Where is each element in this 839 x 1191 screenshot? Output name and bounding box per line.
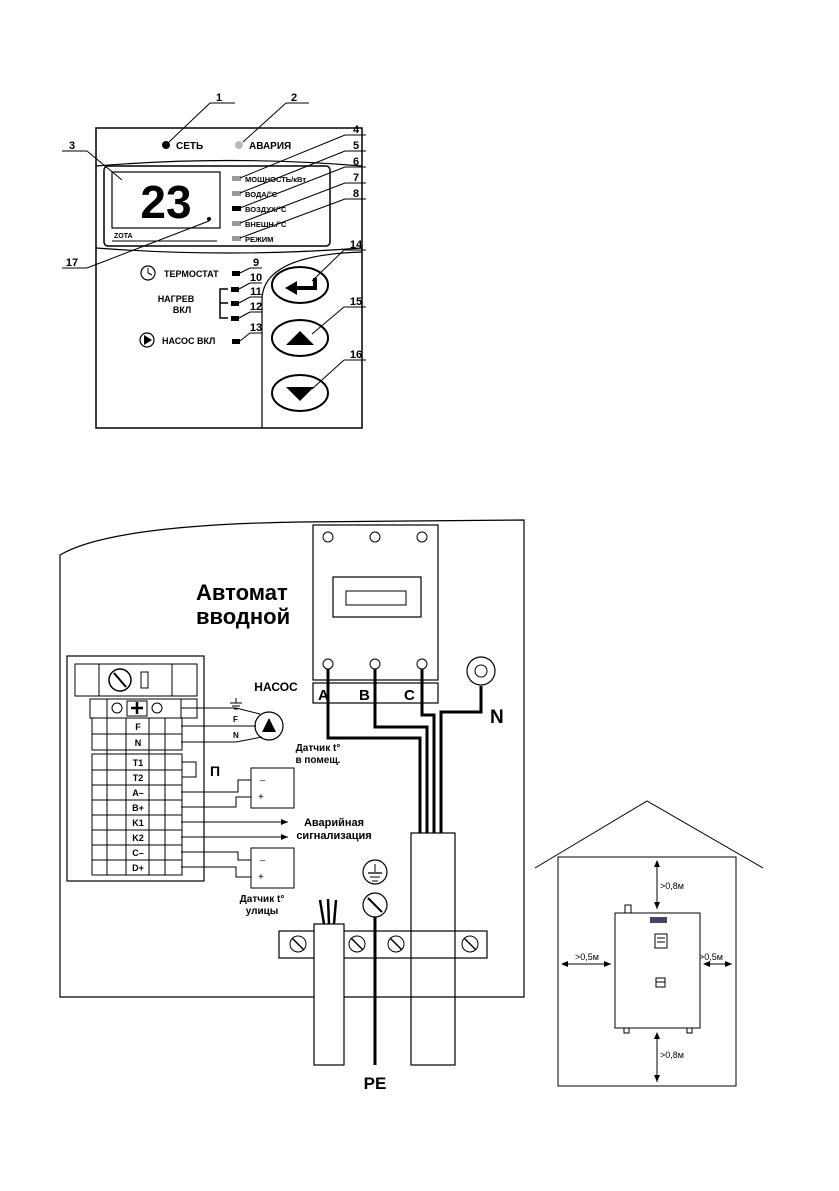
street-sensor-minus: – (260, 855, 265, 865)
callout-4: 4 (353, 124, 360, 136)
phase-b: B (359, 687, 370, 704)
neutral-terminal (466, 656, 496, 686)
power-cable (410, 832, 456, 1066)
room-sensor (250, 767, 295, 809)
callout-11: 11 (250, 286, 262, 298)
arrow-down-icon (286, 387, 314, 401)
display-value: 23 (140, 176, 191, 228)
street-sensor-plus: + (258, 872, 264, 883)
clearance-diagram: >0,8м >0,8м >0,5м >0,5м (534, 800, 764, 1087)
brand-logo: ZOTA (114, 233, 133, 240)
jumper-label: П (210, 763, 220, 779)
callout-9: 9 (253, 257, 259, 269)
clearance-bottom: >0,8м (660, 1050, 684, 1060)
terminal-n: N (135, 738, 142, 748)
callout-16: 16 (350, 349, 362, 361)
callout-13: 13 (250, 322, 262, 334)
terminal-f: F (135, 722, 141, 732)
power-label: СЕТЬ (176, 141, 203, 152)
clearance-left: >0,5м (575, 952, 599, 962)
callout-3: 3 (69, 140, 75, 152)
power-led (162, 141, 170, 149)
up-button[interactable] (271, 319, 329, 357)
callout-8: 8 (353, 188, 359, 200)
pump-icon (139, 332, 155, 348)
pump-wire-n: N (233, 731, 239, 740)
pe-label: PE (364, 1074, 387, 1093)
room-sensor-minus: – (260, 775, 265, 785)
control-panel: 23 ZOTA СЕТЬ АВАРИЯ МОЩНОСТЬ/кВт ВОДА/°C… (62, 92, 366, 429)
callout-5: 5 (353, 140, 359, 152)
callout-12: 12 (250, 301, 262, 313)
clearance-right: >0,5м (699, 952, 723, 962)
mode-water: ВОДА/°C (245, 190, 278, 199)
terminal-c-minus: C– (132, 848, 144, 858)
terminal-b-plus: B+ (132, 803, 144, 813)
heating-label-2: ВКЛ (173, 305, 191, 315)
alarm-label: АВАРИЯ (249, 141, 291, 152)
wiring-diagram: Автомат вводной A B C N PE (59, 519, 525, 1093)
callout-14: 14 (350, 239, 363, 251)
input-breaker (312, 524, 439, 681)
alarm-label-1: Аварийная (304, 817, 364, 829)
pump-wire-f: F (233, 715, 238, 724)
phase-c: C (404, 687, 415, 704)
callout-17: 17 (66, 257, 78, 269)
terminal-t2: T2 (133, 773, 144, 783)
heating-label-1: НАГРЕВ (158, 294, 195, 304)
clearance-top: >0,8м (660, 881, 684, 891)
down-button[interactable] (271, 374, 329, 412)
thermostat-label: ТЕРМОСТАТ (164, 269, 219, 279)
room-sensor-plus: + (258, 792, 264, 803)
room-sensor-label-2: в помещ. (295, 755, 340, 766)
boiler (614, 912, 701, 1029)
callout-1: 1 (216, 92, 222, 104)
callout-15: 15 (350, 296, 362, 308)
street-sensor-label-1: Датчик t° (240, 894, 285, 905)
alarm-label-2: сигнализация (296, 830, 371, 842)
street-sensor (250, 847, 295, 889)
mode-mode: РЕЖИМ (245, 235, 273, 244)
control-cable (313, 923, 345, 1066)
terminal-t1: T1 (133, 758, 144, 768)
mode-power: МОЩНОСТЬ/кВт (245, 175, 306, 184)
callout-2: 2 (291, 92, 297, 104)
terminal-k2: K2 (132, 833, 144, 843)
room-sensor-label-1: Датчик t° (296, 743, 341, 754)
arrow-up-icon (286, 331, 314, 345)
phase-a: A (318, 687, 329, 704)
pump-symbol (254, 711, 284, 741)
alarm-led (235, 141, 243, 149)
pump-label: НАСОС (254, 680, 298, 694)
enter-button[interactable] (271, 266, 329, 304)
ground-symbol (362, 859, 388, 885)
enter-icon (285, 281, 297, 295)
pump-on-label: НАСОС ВКЛ (162, 336, 215, 346)
terminal-a-minus: A– (132, 788, 144, 798)
callout-6: 6 (353, 156, 359, 168)
mode-air: ВОЗДУХ/°C (245, 205, 287, 214)
breaker-label-2: вводной (196, 604, 290, 629)
callout-7: 7 (353, 172, 359, 184)
breaker-label-1: Автомат (196, 580, 288, 605)
terminal-k1: K1 (132, 818, 144, 828)
neutral-label: N (490, 707, 504, 728)
street-sensor-label-2: улицы (246, 906, 279, 917)
terminal-d-plus: D+ (132, 863, 144, 873)
callout-10: 10 (250, 272, 262, 284)
terminal-block: F N T1 T2 A– B+ K1 K2 C– D+ (66, 655, 205, 882)
thermostat-icon (140, 265, 156, 281)
mode-external: ВНЕШН./°C (245, 220, 287, 229)
